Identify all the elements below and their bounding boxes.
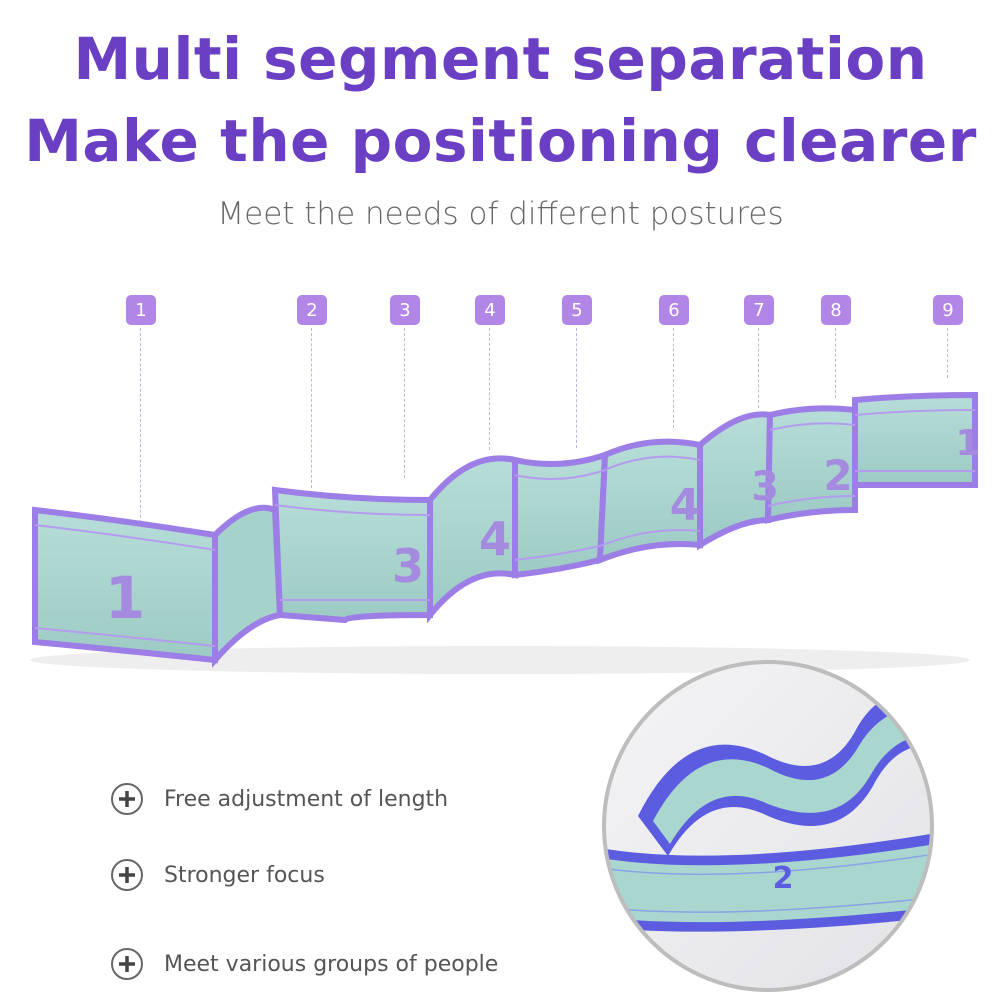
zoom-detail-circle: 2 bbox=[602, 660, 934, 992]
leader-line-4 bbox=[489, 328, 490, 450]
zoom-strap-number: 2 bbox=[773, 861, 794, 896]
headline-line-2: Make the positioning clearer bbox=[24, 107, 977, 175]
leader-line-9 bbox=[947, 328, 948, 378]
leader-line-5 bbox=[576, 328, 577, 448]
plus-circle-icon bbox=[110, 858, 144, 892]
leader-line-1 bbox=[140, 328, 141, 538]
segment-marker-2: 2 bbox=[297, 295, 327, 325]
leader-line-6 bbox=[673, 328, 674, 428]
segment-marker-5: 5 bbox=[562, 295, 592, 325]
segment-marker-3: 3 bbox=[390, 295, 420, 325]
yoga-strap-illustration: 1 3 4 4 3 2 1 bbox=[30, 391, 981, 674]
leader-line-8 bbox=[835, 328, 836, 398]
plus-circle-icon bbox=[110, 782, 144, 816]
feature-text: Meet various groups of people bbox=[164, 951, 499, 977]
segment-marker-4: 4 bbox=[475, 295, 505, 325]
segment-marker-1: 1 bbox=[126, 295, 156, 325]
leader-line-7 bbox=[758, 328, 759, 408]
feature-item-groups: Meet various groups of people bbox=[110, 947, 498, 981]
feature-item-focus: Stronger focus bbox=[110, 858, 325, 892]
leader-line-2 bbox=[311, 328, 312, 488]
feature-text: Free adjustment of length bbox=[164, 786, 449, 812]
strap-number: 1 bbox=[105, 564, 145, 632]
strap-number: 2 bbox=[823, 451, 852, 500]
strap-number: 4 bbox=[479, 512, 511, 566]
subtitle: Meet the needs of different postures bbox=[217, 196, 784, 232]
strap-number: 4 bbox=[670, 480, 701, 531]
plus-circle-icon bbox=[110, 947, 144, 981]
segment-marker-7: 7 bbox=[744, 295, 774, 325]
segment-marker-9: 9 bbox=[933, 295, 963, 325]
feature-text: Stronger focus bbox=[164, 862, 325, 888]
headline-line-1: Multi segment separation bbox=[73, 25, 928, 93]
strap-number: 3 bbox=[392, 539, 424, 593]
segment-marker-8: 8 bbox=[821, 295, 851, 325]
leader-line-3 bbox=[404, 328, 405, 478]
strap-number: 1 bbox=[955, 423, 980, 464]
strap-number: 3 bbox=[751, 464, 779, 510]
segment-marker-6: 6 bbox=[659, 295, 689, 325]
feature-item-adjustment: Free adjustment of length bbox=[110, 782, 448, 816]
